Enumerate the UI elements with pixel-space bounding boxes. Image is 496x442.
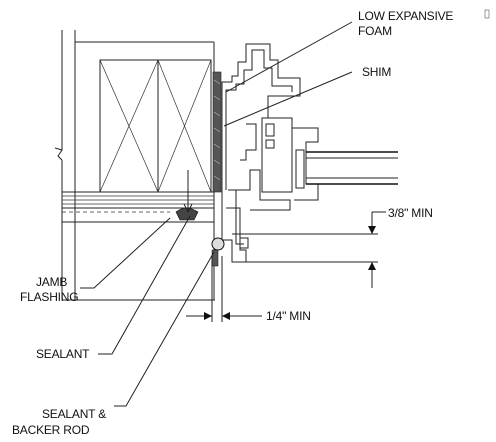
- dimension-three-eighths: [232, 211, 386, 288]
- label-low-expansive-foam-2: FOAM: [358, 24, 392, 38]
- label-low-expansive-foam-1: LOW EXPANSIVE: [358, 9, 453, 23]
- wall-assembly: [54, 30, 215, 301]
- backer-rod: [211, 237, 225, 267]
- callout-labels: LOW EXPANSIVE FOAM SHIM 3/8" MIN JAMB FL…: [12, 9, 454, 437]
- window-frame: [214, 43, 319, 263]
- label-sealant-backer-2: BACKER ROD: [12, 423, 90, 437]
- sealant-bead: [175, 170, 199, 221]
- label-jamb-flashing-2: FLASHING: [20, 290, 78, 304]
- glazing: [306, 151, 398, 185]
- label-three-eighths-min: 3/8" MIN: [388, 206, 433, 220]
- label-jamb-flashing-1: JAMB: [36, 275, 67, 289]
- label-sealant: SEALANT: [36, 347, 90, 361]
- dimension-quarter: [186, 256, 262, 322]
- label-sealant-backer-1: SEALANT &: [42, 407, 106, 421]
- label-shim: SHIM: [362, 65, 391, 79]
- low-expansive-foam: [212, 71, 222, 193]
- label-quarter-min: 1/4" MIN: [266, 309, 311, 323]
- leader-lines: [80, 21, 353, 407]
- corner-mark: [484, 9, 490, 19]
